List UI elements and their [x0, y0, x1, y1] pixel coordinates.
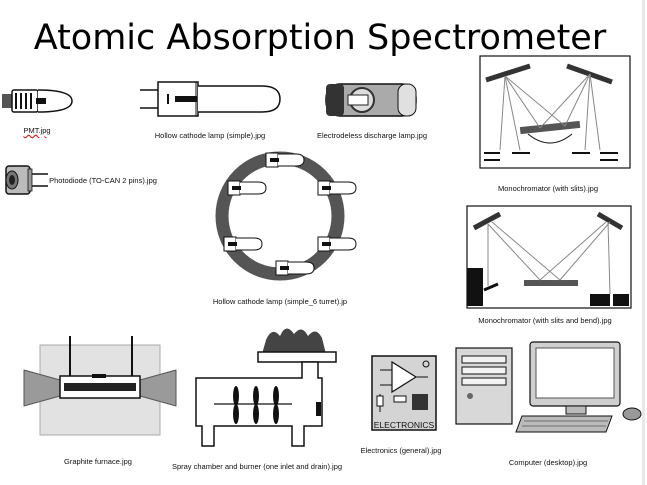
photodiode-drawing [5, 165, 48, 195]
mono-slits-drawing [479, 55, 631, 169]
turret-lamp [227, 180, 267, 196]
caption-computer: Computer (desktop).jpg [508, 458, 588, 467]
page-title: Atomic Absorption Spectrometer [33, 18, 607, 58]
edl-drawing [325, 83, 417, 117]
caption-graphite: Graphite furnace.jpg [64, 457, 132, 466]
caption-turret: Hollow cathode lamp (simple_6 turret).jp [212, 297, 348, 306]
electronics-drawing [371, 355, 437, 431]
caption-edl: Electrodeless discharge lamp.jpg [316, 131, 428, 140]
turret-lamp [317, 236, 357, 252]
pmt-drawing [2, 89, 73, 113]
caption-hcl-simple: Hollow cathode lamp (simple).jpg [154, 131, 266, 140]
electronics-text: ELECTRONICS [374, 420, 435, 430]
slide-edge [642, 0, 645, 485]
turret-lamp [265, 152, 305, 168]
turret-lamp [275, 260, 315, 276]
hcl-simple-drawing [140, 81, 281, 117]
turret-lamp [223, 236, 263, 252]
turret-drawing [215, 151, 357, 281]
caption-photodiode: Photodiode (TO-CAN 2 pins).jpg [49, 176, 157, 185]
turret-lamp [317, 180, 357, 196]
caption-mono-bend: Monochromator (with slits and bend).jpg [478, 316, 612, 325]
caption-pmt: PMT.jpg [23, 126, 51, 135]
graphite-drawing [23, 336, 177, 436]
mono-bend-drawing [466, 205, 632, 309]
caption-mono-slits: Monochromator (with slits).jpg [497, 184, 599, 193]
caption-electronics: Electronics (general).jpg [360, 446, 442, 455]
computer-drawing [455, 341, 642, 433]
caption-spray: Spray chamber and burner (one inlet and … [171, 462, 343, 471]
spray-drawing [195, 328, 337, 447]
